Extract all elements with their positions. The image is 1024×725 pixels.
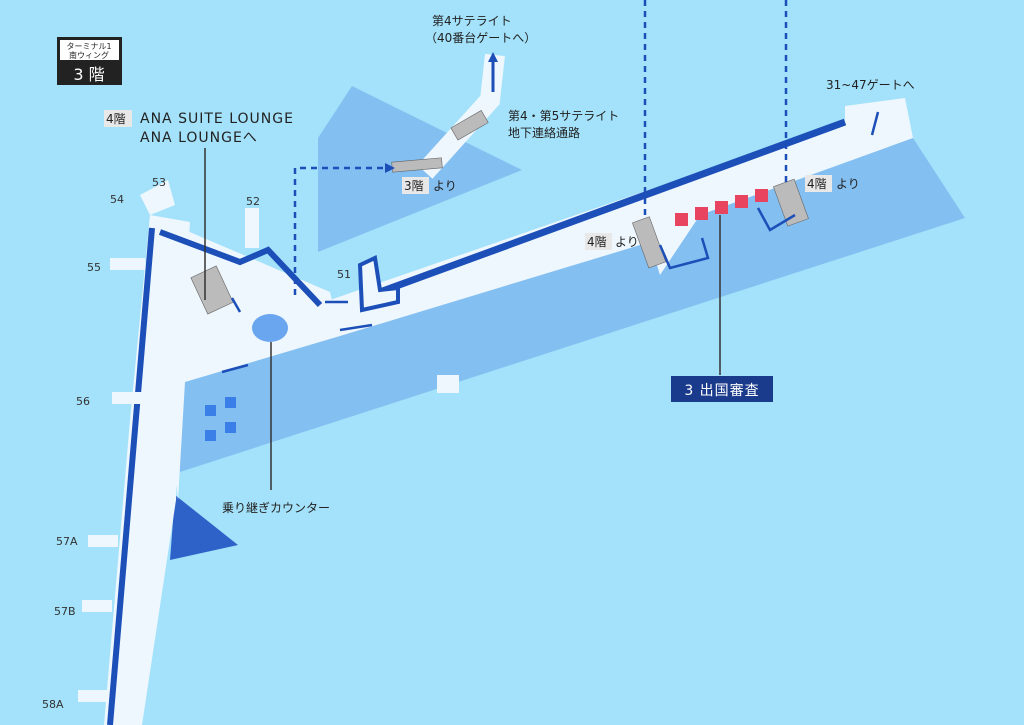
pier-shade (170, 495, 238, 560)
jet-bridges (78, 180, 259, 702)
gate-58a[interactable]: 58A (42, 698, 64, 711)
tunnel-label-2: 地下連絡通路 (508, 125, 580, 140)
badge-wing: 南ウィング (69, 50, 109, 60)
from-4f-right-label: より (836, 177, 860, 191)
gate-55[interactable]: 55 (87, 261, 101, 274)
arrowhead-icon (488, 52, 498, 62)
pier-wall (107, 227, 155, 725)
route-arrows (221, 0, 880, 374)
main-concourse (330, 98, 913, 336)
gate-53[interactable]: 53 (152, 176, 166, 189)
gate-51[interactable]: 51 (337, 268, 351, 281)
junction-wall (158, 229, 323, 308)
security-booths (675, 189, 768, 226)
badge-terminal: ターミナル1 (66, 42, 111, 51)
gate-52[interactable]: 52 (246, 195, 260, 208)
from-4f-left-tag: 4階 (587, 234, 607, 249)
lounge-label-2[interactable]: ANA LOUNGEへ (140, 130, 258, 146)
from-3f-tag: 3階 (404, 178, 424, 193)
gate-57a[interactable]: 57A (56, 535, 78, 548)
gate-57b[interactable]: 57B (54, 605, 76, 618)
satellite4-gates-label: （40番台ゲートへ） (425, 30, 536, 45)
badge-floor: 3 階 (73, 65, 104, 84)
from-4f-left-label: より (615, 235, 639, 249)
stairs-icon (190, 110, 809, 315)
pillar (437, 375, 459, 393)
concourse-shade (175, 118, 965, 472)
gates-31-47-label[interactable]: 31~47ゲートへ (826, 78, 915, 92)
south-pier (104, 215, 190, 725)
transfer-counter[interactable] (252, 314, 288, 342)
gate-56[interactable]: 56 (76, 395, 90, 408)
from-3f-label: より (433, 179, 457, 193)
lounge-floor-tag: 4階 (106, 111, 126, 126)
arrowhead-icon (385, 163, 395, 173)
concourse-wall (378, 118, 847, 296)
lounge-label[interactable]: ANA SUITE LOUNGE (140, 111, 294, 127)
immigration-box (671, 376, 773, 402)
gate-51-bridge (357, 255, 400, 313)
tunnel-label: 第4・第5サテライト (508, 109, 619, 123)
satellite4-label: 第4サテライト (432, 14, 512, 28)
gate-54[interactable]: 54 (110, 193, 124, 206)
from-4f-right-tag: 4階 (807, 176, 827, 191)
transfer-counter-label[interactable]: 乗り継ぎカウンター (222, 500, 330, 515)
immigration-label[interactable]: 3 出国審査 (684, 383, 759, 399)
kiosks (205, 397, 236, 441)
floor-badge: ターミナル1 南ウィング 3 階 (57, 37, 122, 85)
